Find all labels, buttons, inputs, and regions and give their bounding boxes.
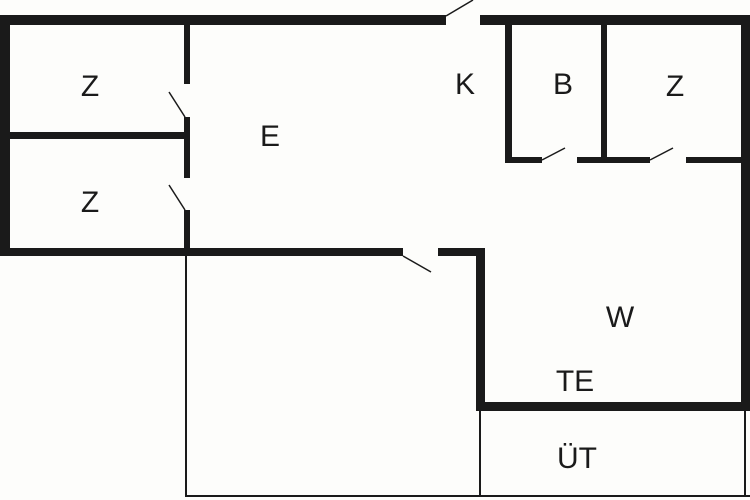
door-terrace-icon (402, 255, 432, 273)
room-label-e: E (259, 120, 281, 153)
door-swings (168, 0, 674, 273)
wall-z-e-3 (184, 210, 190, 256)
wall-z-e-2 (184, 117, 190, 178)
wall-z-bottom (686, 157, 745, 163)
wall-b-z (601, 25, 607, 163)
wall-b-left (505, 25, 512, 163)
door-z2-icon (168, 184, 186, 211)
room-label-z3: Z (665, 70, 685, 103)
wall-bottom-right (476, 402, 750, 411)
wall-z-divider (10, 132, 188, 139)
wall-bottom-left (0, 248, 403, 256)
door-z3-icon (649, 147, 674, 161)
thick-walls (0, 15, 750, 411)
door-z1-icon (168, 91, 186, 118)
wall-inner-vertical (476, 248, 485, 411)
room-label-te: TE (555, 365, 595, 398)
room-label-b: B (552, 68, 574, 101)
room-label-w: W (605, 301, 635, 334)
door-entry-icon (445, 0, 474, 17)
wall-top-left (0, 15, 446, 25)
wall-z-e-1 (184, 25, 190, 84)
wall-b-bottom-1 (505, 157, 542, 163)
wall-right (741, 15, 750, 411)
room-label-z2: Z (80, 186, 100, 219)
room-label-k: K (454, 68, 476, 101)
wall-left (0, 15, 10, 256)
door-b-icon (541, 147, 566, 161)
room-label-z1: Z (80, 70, 100, 103)
wall-bottom-mid (438, 248, 485, 256)
room-label-ut: ÜT (557, 442, 597, 475)
thin-lines (185, 256, 750, 497)
wall-top-right (480, 15, 750, 25)
wall-b-bottom-2 (577, 157, 650, 163)
